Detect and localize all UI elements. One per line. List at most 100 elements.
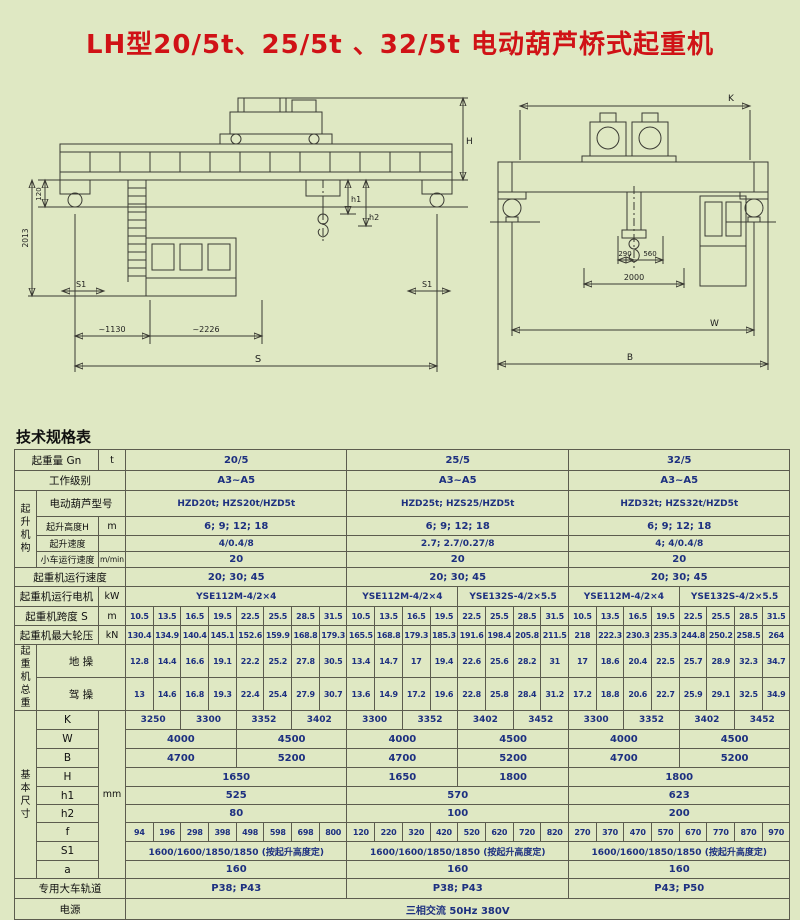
table-cell: 28.4 [512, 677, 542, 711]
dim-label-S1-right: S1 [422, 280, 432, 289]
table-cell: 4700 [567, 748, 680, 768]
table-cell: 19.5 [651, 606, 680, 626]
table-cell: 820 [540, 822, 569, 842]
hoist-trolley [219, 97, 333, 145]
table-cell: 18.6 [595, 644, 625, 678]
table-cell: 22.6 [457, 644, 486, 678]
table-cell: HZD25t; HZS25/HZD5t [346, 490, 569, 517]
table-cell: 电源 [14, 898, 126, 920]
table-cell: 17.2 [567, 677, 597, 711]
table-cell: YSE112M-4/2×4 [567, 586, 680, 607]
table-cell: 250.2 [706, 625, 736, 645]
table-cell: A3~A5 [567, 470, 791, 491]
table-cell: 670 [678, 822, 708, 842]
table-cell: 29.1 [706, 677, 736, 711]
table-cell: 31.5 [318, 606, 348, 626]
table-cell: 3250 [124, 710, 182, 730]
table-cell: 起重机跨度 S [14, 606, 99, 626]
table-cell: 160 [346, 860, 569, 879]
table-cell: 620 [484, 822, 514, 842]
table-cell: 17 [401, 644, 431, 678]
table-cell: 25.9 [678, 677, 708, 711]
table-cell: 10.5 [567, 606, 597, 626]
table-cell: f [36, 822, 99, 842]
table-cell: 专用大车轨道 [14, 878, 126, 899]
table-cell: 179.3 [401, 625, 431, 645]
table-cell: 22.8 [457, 677, 486, 711]
table-cell: 970 [761, 822, 791, 842]
table-cell: 12.8 [124, 644, 154, 678]
table-cell: 4; 4/0.4/8 [567, 535, 791, 552]
table-cell: h2 [36, 804, 99, 823]
table-cell: 28.5 [291, 606, 320, 626]
table-cell: 25.5 [484, 606, 514, 626]
table-cell: 27.8 [291, 644, 320, 678]
table-cell: 28.9 [706, 644, 736, 678]
table-cell: 18.8 [595, 677, 625, 711]
dim-label-120: 120 [35, 187, 43, 200]
table-cell: 20 [124, 551, 348, 568]
table-cell: 16.6 [180, 644, 210, 678]
table-cell: 420 [429, 822, 459, 842]
table-cell: 3402 [457, 710, 514, 730]
table-cell: 13.5 [374, 606, 403, 626]
table-cell: 1600/1600/1850/1850 (按起升高度定) [567, 841, 791, 861]
table-cell: 4700 [124, 748, 237, 768]
table-cell: 25.6 [484, 644, 514, 678]
table-cell: 1600/1600/1850/1850 (按起升高度定) [346, 841, 569, 861]
catalog-page: LH型20/5t、25/5t 、32/5t 电动葫芦桥式起重机 [14, 30, 791, 920]
table-cell: 1600/1600/1850/1850 (按起升高度定) [124, 841, 348, 861]
table-cell: 470 [623, 822, 653, 842]
table-cell: 525 [124, 786, 348, 805]
table-cell: 13.6 [346, 677, 376, 711]
table-cell: 工作级别 [14, 470, 126, 491]
table-cell: 3300 [180, 710, 237, 730]
table-cell: 31 [540, 644, 569, 678]
table-cell: 19.5 [429, 606, 459, 626]
table-cell: 1800 [457, 767, 569, 787]
table-cell: 4000 [124, 729, 237, 749]
dimension-lines-right: K 290 560 2000 W [498, 94, 768, 370]
bridge-girder-side [59, 143, 453, 181]
table-cell: 3300 [346, 710, 403, 730]
table-cell: 1800 [567, 767, 791, 787]
table-cell: 145.1 [208, 625, 237, 645]
table-cell: 168.8 [291, 625, 320, 645]
table-cell: 16.5 [623, 606, 653, 626]
table-cell: 25/5 [346, 449, 569, 471]
table-cell: 16.8 [180, 677, 210, 711]
dim-label-B: B [627, 353, 633, 363]
table-cell: 160 [124, 860, 348, 879]
table-cell: HZD20t; HZS20t/HZD5t [124, 490, 348, 517]
table-cell: P43; P50 [567, 878, 791, 899]
table-cell: 20 [346, 551, 569, 568]
table-cell [98, 535, 126, 552]
table-cell: 电动葫芦型号 [36, 490, 126, 517]
table-cell: A3~A5 [346, 470, 569, 491]
table-cell: 120 [346, 822, 376, 842]
table-cell: 3352 [623, 710, 680, 730]
table-cell: 3300 [567, 710, 625, 730]
dim-label-290: 290 [618, 250, 631, 258]
table-cell: 19.4 [429, 644, 459, 678]
table-cell: 570 [346, 786, 569, 805]
hook-assembly [305, 179, 341, 244]
table-cell: YSE132S-4/2×5.5 [678, 586, 791, 607]
table-cell: YSE112M-4/2×4 [124, 586, 348, 607]
dim-label-W: W [710, 319, 719, 329]
row-group-label: 基本尺寸 [14, 710, 37, 879]
end-trucks [42, 179, 468, 208]
table-cell: 870 [734, 822, 763, 842]
table-cell: 211.5 [540, 625, 569, 645]
table-cell: 22.5 [235, 606, 265, 626]
table-cell: 17.2 [401, 677, 431, 711]
table-cell: 14.9 [374, 677, 403, 711]
table-cell: 264 [761, 625, 791, 645]
table-cell: 152.6 [235, 625, 265, 645]
